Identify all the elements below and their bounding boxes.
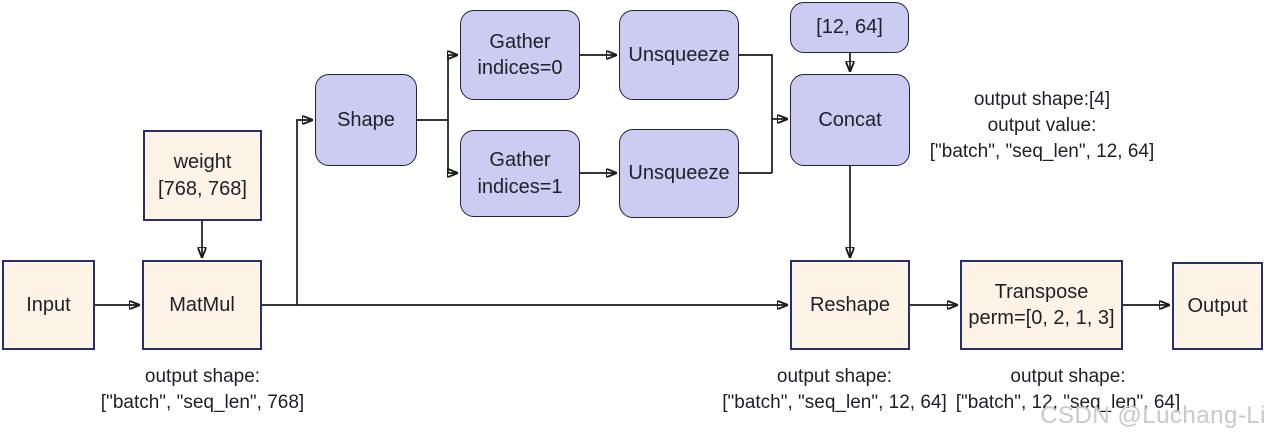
- node-weight-shape: [768, 768]: [158, 177, 247, 200]
- node-reshape-label: Reshape: [809, 293, 891, 316]
- edge-shape-to-gather0: [417, 55, 458, 121]
- node-transpose-perm: perm=[0, 2, 1, 3]: [968, 307, 1115, 329]
- edge-shape-to-gather1: [448, 120, 458, 173]
- node-input: Input: [2, 260, 95, 350]
- node-gather-0-attr: indices=0: [477, 57, 563, 79]
- edge-matmul-to-shape: [296, 120, 313, 305]
- node-concat: Concat: [790, 74, 910, 166]
- node-unsqueeze-1-label: Unsqueeze: [628, 162, 730, 185]
- annotation-line: output shape:[4]: [973, 89, 1111, 110]
- edge-unsqueeze0-merge: [739, 54, 773, 173]
- node-constant-12-64-label: [12, 64]: [816, 16, 883, 39]
- node-unsqueeze-0: Unsqueeze: [619, 10, 739, 100]
- annotation-line: ["batch", "seq_len", 12, 64]: [929, 141, 1155, 162]
- annotation-concat-output: output shape:[4] output value: ["batch",…: [918, 87, 1166, 165]
- node-matmul-label: MatMul: [169, 293, 235, 316]
- node-shape: Shape: [315, 74, 417, 166]
- csdn-watermark: CSDN @Luchang-Li: [1040, 402, 1266, 429]
- annotation-matmul-output: output shape: ["batch", "seq_len", 768]: [55, 364, 350, 416]
- node-gather-0: Gather indices=0: [460, 10, 580, 100]
- annotation-line: ["batch", "seq_len", 12, 64]: [722, 392, 947, 413]
- annotation-transpose-output: output shape: ["batch", 12, "seq_len", 6…: [943, 364, 1193, 416]
- node-weight-name: weight: [173, 151, 232, 174]
- node-unsqueeze-0-label: Unsqueeze: [628, 43, 730, 66]
- node-gather-1: Gather indices=1: [460, 130, 580, 217]
- node-weight: weight [768, 768]: [143, 130, 262, 221]
- node-output-label: Output: [1187, 294, 1248, 317]
- annotation-line: output value:: [987, 115, 1097, 136]
- node-unsqueeze-1: Unsqueeze: [619, 129, 739, 218]
- node-transpose-label: Transpose: [994, 280, 1089, 303]
- node-constant-12-64: [12, 64]: [790, 2, 909, 53]
- node-gather-1-label: Gather: [489, 149, 551, 172]
- annotation-line: ["batch", 12, "seq_len", 64]: [955, 392, 1181, 413]
- node-transpose: Transpose perm=[0, 2, 1, 3]: [960, 260, 1123, 350]
- node-gather-0-label: Gather: [489, 30, 551, 53]
- node-matmul: MatMul: [142, 260, 262, 350]
- node-output: Output: [1172, 262, 1263, 350]
- annotation-line: output shape:: [144, 366, 261, 387]
- node-shape-label: Shape: [337, 108, 395, 131]
- annotation-line: ["batch", "seq_len", 768]: [100, 392, 305, 413]
- node-concat-label: Concat: [818, 108, 882, 131]
- annotation-line: output shape:: [1010, 366, 1126, 387]
- node-reshape: Reshape: [790, 260, 910, 350]
- node-input-label: Input: [26, 293, 71, 316]
- annotation-line: output shape:: [776, 366, 893, 387]
- annotation-reshape-output: output shape: ["batch", "seq_len", 12, 6…: [712, 364, 957, 416]
- node-gather-1-attr: indices=1: [477, 175, 563, 198]
